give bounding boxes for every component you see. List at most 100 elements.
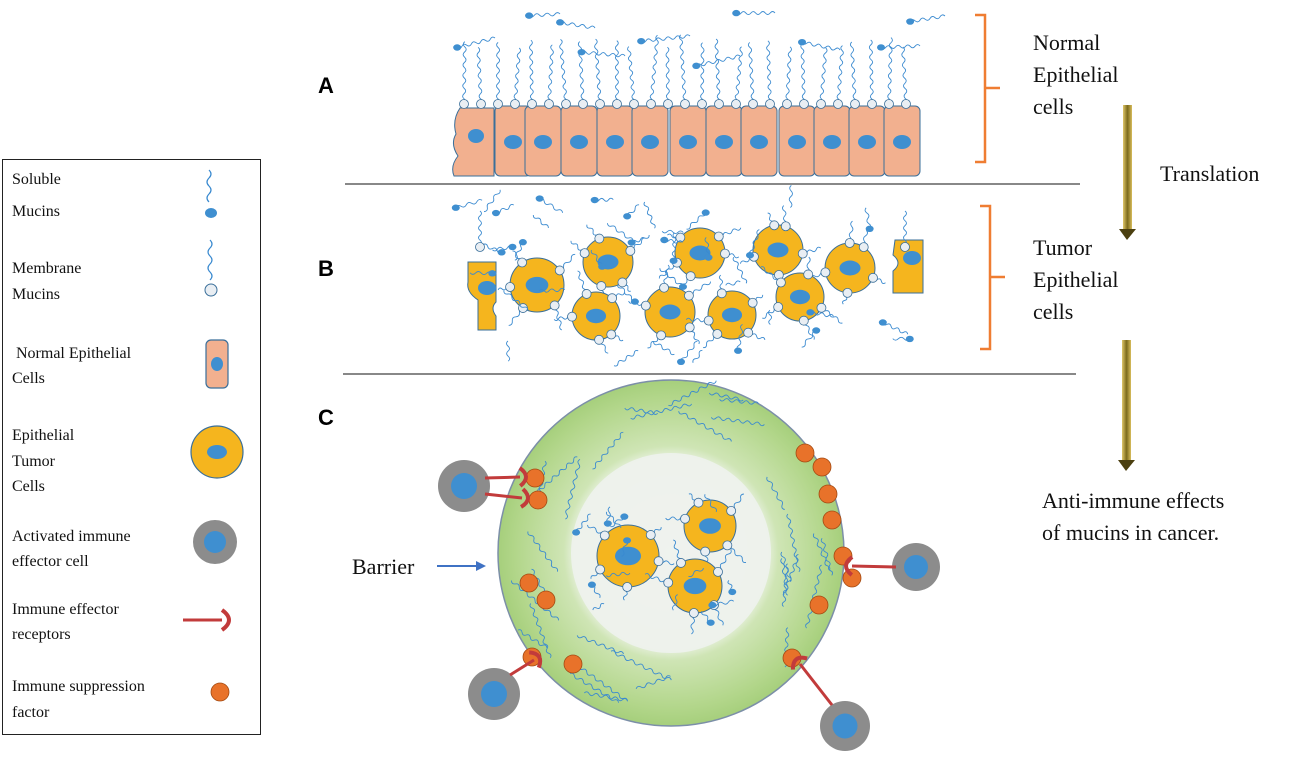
suppression-factor [563,654,583,674]
membrane-mucin [630,403,693,420]
soluble-mucin [528,12,561,18]
legend-receptor-label-2: receptors [12,626,71,643]
soluble-mucin [735,11,776,16]
tumor-nucleus [699,518,721,534]
soluble-mucin [864,207,872,230]
membrane-mucin [668,380,717,407]
membrane-mucin-anchor [659,282,669,293]
membrane-mucin-anchor [901,99,911,109]
legend-immune-cell-label-2: effector cell [12,553,89,570]
normal-nucleus [858,135,876,149]
panel-b-tumor [451,185,924,367]
soluble-mucin [659,268,684,287]
membrane-mucin-anchor [765,99,775,109]
tumor-nucleus [525,276,549,294]
membrane-mucin [476,46,483,105]
immune-receptor-cup [844,555,854,577]
soluble-mucin-head [734,347,743,354]
membrane-mucin [901,46,908,105]
membrane-mucin-anchor [842,287,853,298]
membrane-mucin [496,42,501,105]
soluble-mucin [712,599,734,607]
membrane-mucin-anchor [816,99,826,109]
membrane-mucin [747,42,755,105]
membrane-mucin-anchor [868,272,878,283]
membrane-mucin [719,398,759,405]
soluble-mucin [575,513,591,533]
membrane-mucin-anchor [747,297,758,308]
panel-label-b: B [318,256,334,281]
membrane-mucin [714,38,721,105]
membrane-mucin-anchor [617,277,628,288]
membrane-mucin-anchor [505,282,515,292]
membrane-mucin-anchor [713,231,724,242]
membrane-mucin-anchor [578,99,588,109]
immune-nucleus [832,713,858,739]
membrane-mucin [527,531,559,572]
suppression-factor [818,484,838,504]
membrane-mucin [708,392,744,402]
membrane-mucin-anchor [663,99,673,109]
membrane-mucin-anchor [782,99,792,109]
membrane-mucin-anchor [720,248,730,259]
immune-nucleus [451,473,477,499]
membrane-mucin-anchor [867,99,877,109]
legend-immune-cell-label-1: Activated immune [12,528,131,545]
legend-tumor-label-2: Tumor [12,453,55,470]
soluble-mucin-head [812,327,821,334]
tumor-nucleus [478,281,496,295]
membrane-mucin [672,594,678,611]
membrane-mucin [506,340,511,362]
membrane-mucin [605,571,631,578]
membrane-mucin-anchor [646,99,656,109]
soluble-mucin-head [497,249,506,256]
soluble-mucin-head [556,19,565,26]
soluble-mucin-head [732,9,741,17]
membrane-mucin [517,629,548,648]
suppression-factor [536,590,556,610]
membrane-mucin-anchor [884,99,894,109]
immune-receptor-cup [519,487,530,509]
normal-label-1: Normal [1033,30,1101,55]
immune-receptor [509,658,535,677]
membrane-mucin-anchor [833,99,843,109]
membrane-mucin-anchor [685,271,696,282]
membrane-mucin-anchor [731,99,741,109]
panel-label-c: C [318,405,334,430]
soluble-mucin [539,197,564,213]
tumor-nucleus [789,289,811,305]
membrane-mucin [665,46,670,105]
tumor-nucleus [721,307,743,323]
normal-label-2: Epithelial [1033,62,1119,87]
soluble-mucin-head [603,520,612,527]
soluble-mucin-head [877,44,886,51]
membrane-mucin-anchor [799,99,809,109]
membrane-mucin [734,46,743,105]
immune-nucleus [904,555,928,579]
membrane-mucin-anchor [595,99,605,109]
legend-normal-cell-icon [205,339,229,389]
membrane-mucin-anchor [493,99,503,109]
membrane-mucin-anchor [684,290,694,301]
membrane-mucin [768,309,773,325]
membrane-mucin [529,39,534,105]
membrane-mucin [820,537,834,576]
suppression-factor [812,457,832,477]
membrane-mucin-anchor [596,281,607,291]
soluble-mucin-head [865,225,874,233]
panel-a-epithelium [452,9,946,177]
membrane-mucin-anchor [599,530,610,541]
suppression-factor [795,443,815,463]
tumor-nucleus [585,308,607,324]
soluble-mucin [810,310,834,318]
immune-receptor-cup [528,650,543,669]
membrane-mucin-anchor [554,265,565,276]
suppression-factor [809,595,829,615]
membrane-mucin [788,185,793,208]
normal-nucleus [570,135,588,149]
bracket-normal [975,13,1000,164]
membrane-mucin-anchor [549,300,560,311]
membrane-mucin [692,349,703,363]
membrane-mucin [503,290,529,311]
soluble-mucin-head [806,309,815,316]
